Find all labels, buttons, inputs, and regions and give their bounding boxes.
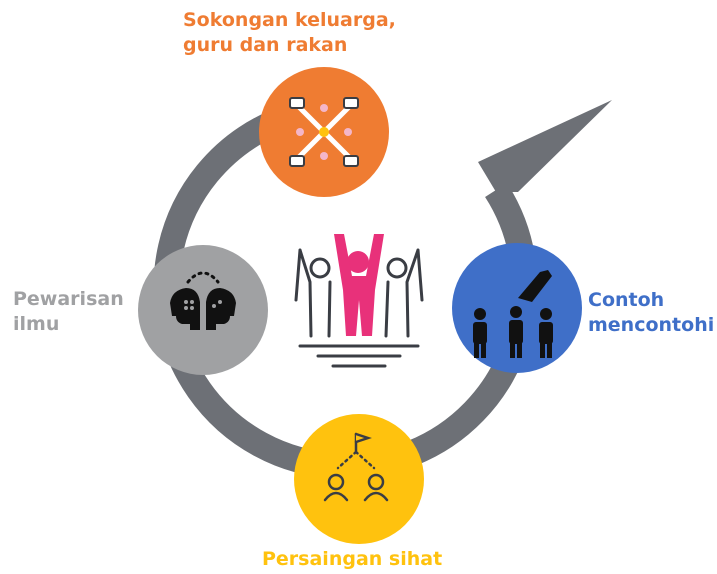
celebrating-group-icon bbox=[294, 248, 424, 368]
label-persaingan: Persaingan sihat bbox=[262, 547, 442, 572]
node-bottom-circle bbox=[294, 414, 424, 544]
center-person-highlight bbox=[334, 234, 384, 336]
role-model-people-icon bbox=[473, 270, 553, 358]
label-sokongan: Sokongan keluarga, guru dan rakan bbox=[183, 8, 396, 58]
node-right-circle bbox=[452, 243, 582, 373]
label-sokongan-line1: Sokongan keluarga, guru dan rakan bbox=[183, 9, 396, 56]
cycle-arrowhead bbox=[478, 100, 612, 192]
center-image bbox=[270, 215, 444, 387]
label-pewarisan: Pewarisan ilmu bbox=[13, 287, 124, 337]
label-persaingan-text: Persaingan sihat bbox=[262, 548, 443, 570]
node-top-circle bbox=[259, 67, 389, 197]
label-contoh: Contoh mencontohi bbox=[588, 288, 714, 338]
label-contoh-text: Contoh mencontohi bbox=[588, 289, 715, 336]
label-pewarisan-text: Pewarisan ilmu bbox=[13, 288, 124, 335]
node-left-circle bbox=[138, 245, 268, 375]
competition-flag-icon bbox=[323, 432, 389, 502]
